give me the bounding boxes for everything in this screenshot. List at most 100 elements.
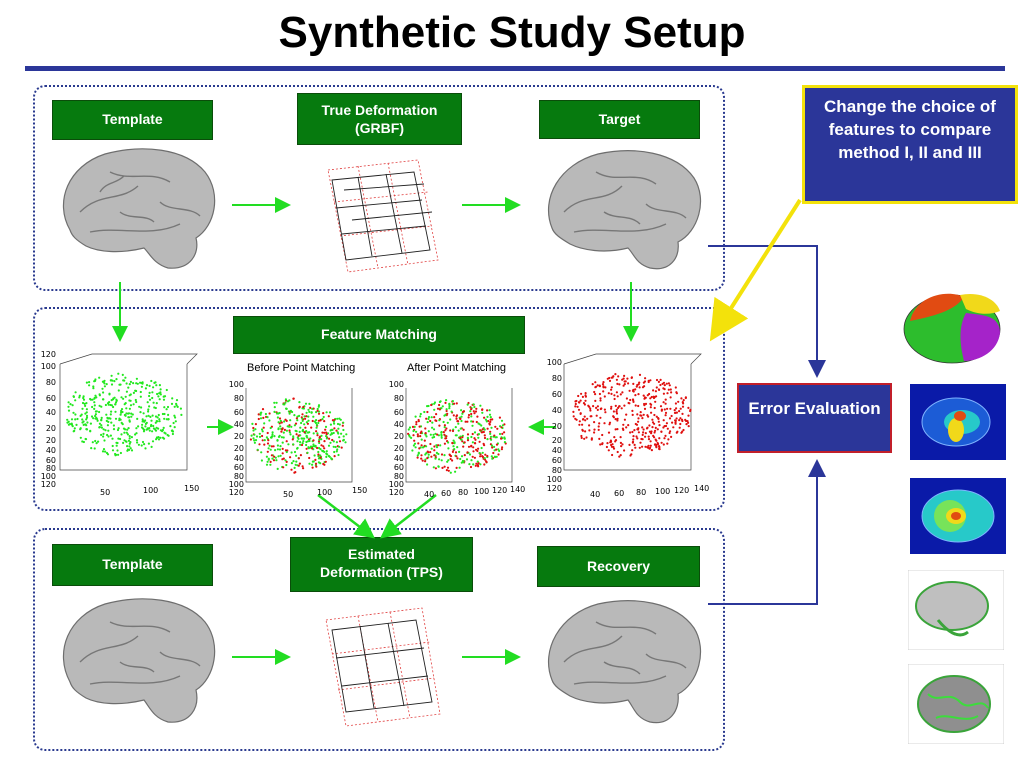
point-marker xyxy=(293,414,296,417)
point-marker xyxy=(297,434,300,437)
point-marker xyxy=(642,381,645,384)
point-marker xyxy=(119,451,122,455)
point-marker xyxy=(481,411,484,414)
point-marker xyxy=(644,377,647,380)
point-marker xyxy=(594,385,598,388)
point-marker xyxy=(283,428,286,431)
point-marker xyxy=(171,429,174,432)
point-marker xyxy=(666,392,669,395)
point-marker xyxy=(325,437,328,440)
point-marker xyxy=(328,455,331,458)
point-marker xyxy=(481,455,485,459)
point-marker xyxy=(298,430,301,433)
tick-label: 40 xyxy=(551,446,562,455)
point-marker xyxy=(458,450,461,453)
point-marker xyxy=(285,407,288,410)
point-marker xyxy=(131,413,134,416)
point-marker xyxy=(276,467,279,470)
point-marker xyxy=(432,428,436,431)
point-marker xyxy=(615,408,618,411)
point-marker xyxy=(337,453,340,457)
point-marker xyxy=(675,417,678,420)
point-marker xyxy=(455,466,458,469)
point-marker xyxy=(336,431,339,434)
point-marker xyxy=(449,457,452,461)
point-marker xyxy=(284,418,287,421)
point-marker xyxy=(89,422,92,425)
point-marker xyxy=(689,409,692,413)
point-marker xyxy=(644,435,647,438)
point-marker xyxy=(607,431,611,434)
point-marker xyxy=(279,445,282,448)
point-marker xyxy=(588,429,591,432)
point-marker xyxy=(107,435,110,438)
point-marker xyxy=(667,382,670,385)
point-marker xyxy=(285,463,288,467)
point-marker xyxy=(633,429,636,432)
point-marker xyxy=(443,465,446,468)
true-deformation-grid xyxy=(327,159,439,273)
point-marker xyxy=(285,429,288,432)
point-marker xyxy=(279,425,282,428)
point-marker xyxy=(267,439,270,442)
point-marker xyxy=(431,426,434,429)
point-marker xyxy=(98,393,101,396)
point-marker xyxy=(443,442,446,445)
point-marker xyxy=(308,439,311,443)
point-marker xyxy=(620,407,623,410)
point-marker xyxy=(140,444,143,447)
point-marker xyxy=(325,455,328,458)
point-marker xyxy=(126,428,129,431)
point-marker xyxy=(654,390,657,393)
point-marker xyxy=(127,412,131,415)
point-marker xyxy=(655,386,658,389)
point-marker xyxy=(142,427,145,430)
point-marker xyxy=(472,410,475,413)
point-marker xyxy=(85,402,88,405)
point-marker xyxy=(619,393,622,396)
point-marker xyxy=(309,406,312,409)
point-marker xyxy=(98,404,101,407)
point-marker xyxy=(583,437,586,440)
point-marker xyxy=(314,462,318,465)
point-marker xyxy=(333,427,336,430)
point-marker xyxy=(589,415,592,418)
estimated-deformation-grid xyxy=(325,607,441,727)
point-marker xyxy=(636,413,639,416)
point-marker xyxy=(335,450,338,453)
point-marker xyxy=(79,428,82,431)
point-marker xyxy=(128,435,131,438)
point-marker xyxy=(317,457,321,460)
point-marker xyxy=(631,449,634,452)
point-marker xyxy=(130,415,133,418)
point-marker xyxy=(427,453,430,456)
point-marker xyxy=(433,445,436,448)
point-marker xyxy=(470,459,473,462)
point-marker xyxy=(454,434,457,437)
point-marker xyxy=(288,412,291,415)
point-marker xyxy=(639,441,642,444)
point-marker xyxy=(592,405,595,408)
point-marker xyxy=(649,406,652,409)
point-marker xyxy=(72,430,75,433)
point-marker xyxy=(266,416,269,419)
point-marker xyxy=(172,421,175,425)
arrow-after-to-estimated xyxy=(380,494,437,539)
point-marker xyxy=(315,411,318,414)
point-marker xyxy=(335,429,338,432)
point-marker xyxy=(109,413,112,416)
point-marker xyxy=(470,412,473,416)
point-marker xyxy=(306,451,309,454)
point-marker xyxy=(95,442,98,445)
point-marker xyxy=(317,440,321,443)
point-marker xyxy=(309,445,312,448)
point-marker xyxy=(498,416,501,419)
point-marker xyxy=(492,451,495,455)
point-marker xyxy=(111,449,115,452)
point-marker xyxy=(623,418,626,421)
arrow-before-to-estimated xyxy=(317,494,375,539)
point-marker xyxy=(344,441,347,444)
point-marker xyxy=(117,372,120,375)
point-marker xyxy=(150,419,153,422)
point-marker xyxy=(320,438,323,441)
